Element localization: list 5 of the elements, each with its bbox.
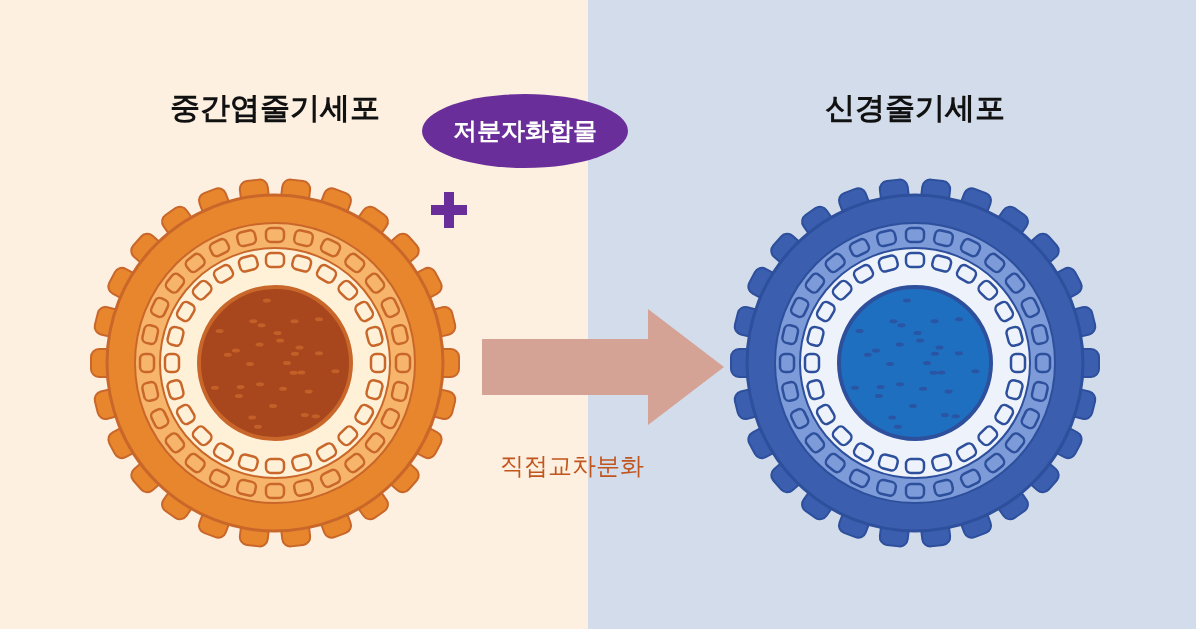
arrow <box>482 309 724 425</box>
cell-heading: 신경줄기세포 <box>824 89 1006 127</box>
compound-label: 저분자화합물 <box>453 116 597 147</box>
edge-label: 직접교차분화 <box>500 451 644 482</box>
cell-heading: 중간엽줄기세포 <box>169 89 381 127</box>
